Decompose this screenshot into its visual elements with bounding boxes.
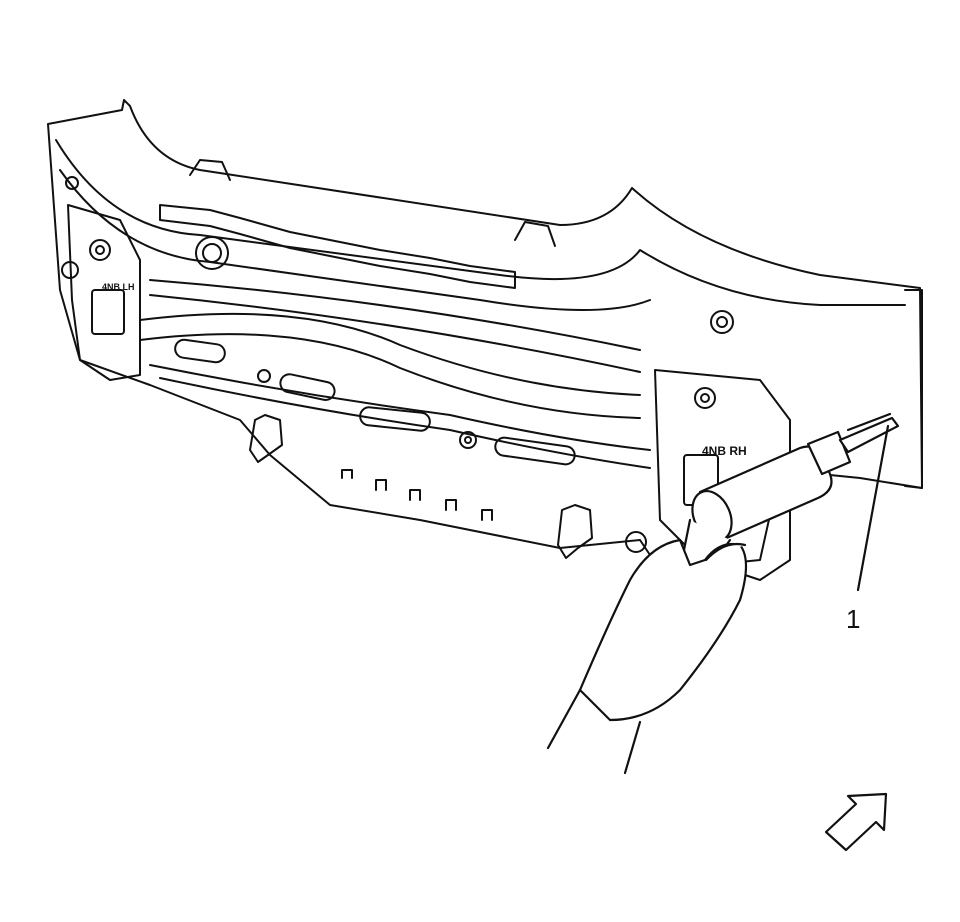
rib-4 xyxy=(139,333,641,419)
right-hole-top-inner xyxy=(716,316,728,328)
right-hole-low xyxy=(625,531,647,553)
beam-slot-1 xyxy=(174,338,226,364)
top-clip-right xyxy=(514,221,556,247)
lower-tab-1 xyxy=(341,469,353,479)
left-bracket xyxy=(67,204,141,381)
drill-bit xyxy=(838,416,900,454)
top-clip-left xyxy=(189,159,231,181)
callout-leader xyxy=(856,424,890,592)
beam-hole-1 xyxy=(257,369,271,383)
drill-chuck xyxy=(806,430,852,476)
upper-slot-chain xyxy=(159,204,516,289)
round-sensor-inner xyxy=(202,243,222,263)
lower-tab-5 xyxy=(481,509,493,521)
round-sensor xyxy=(195,236,229,270)
lower-clip-right xyxy=(557,504,593,559)
top-inner-edge-2 xyxy=(59,169,651,311)
lower-tab-4 xyxy=(445,499,457,511)
right-end-cap xyxy=(904,289,923,489)
finger-1 xyxy=(704,542,747,562)
rib-1 xyxy=(149,279,641,351)
right-stud-inner xyxy=(700,393,710,403)
beam-hole-3 xyxy=(464,436,472,444)
right-mount-label: 4NB RH xyxy=(702,444,747,458)
left-hole xyxy=(61,261,79,279)
beam-hole-2 xyxy=(459,431,477,449)
rib-6 xyxy=(159,377,651,469)
wrist-left xyxy=(546,688,582,750)
left-hole-2 xyxy=(65,176,79,190)
rib-2 xyxy=(149,294,641,373)
beam-slot-4 xyxy=(494,436,576,466)
wrist-right xyxy=(623,720,642,775)
direction-arrow-icon xyxy=(824,792,888,852)
drill-bit-line xyxy=(846,412,892,432)
right-stud xyxy=(694,387,716,409)
lower-tab-3 xyxy=(409,489,421,501)
right-bracket xyxy=(654,369,791,581)
hand-glove xyxy=(578,538,748,722)
beam-slot-2 xyxy=(279,373,336,401)
rib-5 xyxy=(149,364,651,451)
callout-number: 1 xyxy=(846,604,861,634)
left-mount-label: 4NB LH xyxy=(102,282,135,292)
lower-tab-2 xyxy=(375,479,387,491)
lower-clip-left xyxy=(249,414,283,463)
top-inner-edge xyxy=(55,139,906,306)
left-stud xyxy=(89,239,111,261)
left-mount-plate xyxy=(91,289,125,335)
right-hole-top xyxy=(710,310,734,334)
left-stud-inner xyxy=(95,245,105,255)
beam-slot-3 xyxy=(359,406,431,432)
rib-3 xyxy=(139,312,641,396)
